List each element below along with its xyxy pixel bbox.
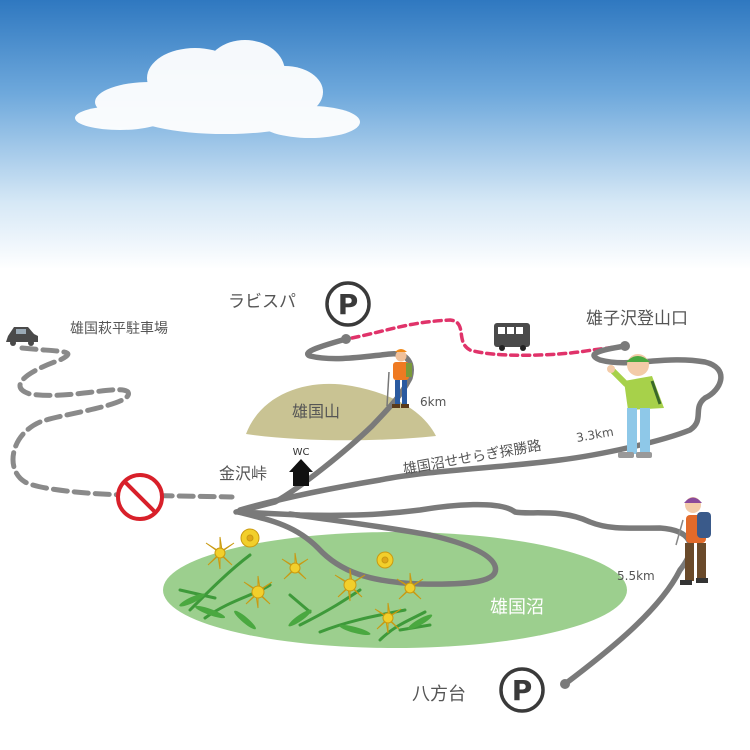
toilet-label: WC [293,447,310,458]
parking-letter: P [338,288,359,321]
label-yushizawa-trailhead: 雄子沢登山口 [586,309,688,329]
rabi-spa-point [341,334,351,344]
hiker-figure [607,354,664,458]
bus-route [350,318,627,357]
label-yuguni-mountain: 雄国山 [292,402,340,421]
distance-rabi-spa-route: 6km [420,395,446,409]
hiker-figure [675,497,711,585]
parking-icon: P [499,667,545,713]
toilet-icon: WC [289,447,313,486]
label-yuguni-marsh: 雄国沼 [490,597,544,618]
road-to-hagidaira [10,345,235,500]
yushizawa-point [620,341,630,351]
cloud [75,40,360,138]
sky-background [0,0,750,270]
label-kanazawa-pass: 金沢峠 [219,464,267,483]
bus-icon [494,323,530,351]
parking-icon: P [325,281,371,327]
label-happoudai: 八方台 [412,684,466,705]
parking-letter: P [512,674,533,707]
label-hagidaira-parking: 雄国萩平駐車場 [70,320,168,337]
distance-happoudai-route: 5.5km [617,569,655,583]
yuguni-mountain [246,383,436,441]
ground-background [0,268,750,750]
car-icon [6,327,38,346]
distance-seseragi-route: 3.3km [575,425,615,445]
label-rabi-spa: ラビスパ [228,292,296,312]
yuguni-marsh [163,532,627,648]
hiker-figure [386,349,412,408]
no-entry-icon [116,473,164,521]
happoudai-point [560,679,570,689]
daylily-flowers-icon [178,528,433,642]
